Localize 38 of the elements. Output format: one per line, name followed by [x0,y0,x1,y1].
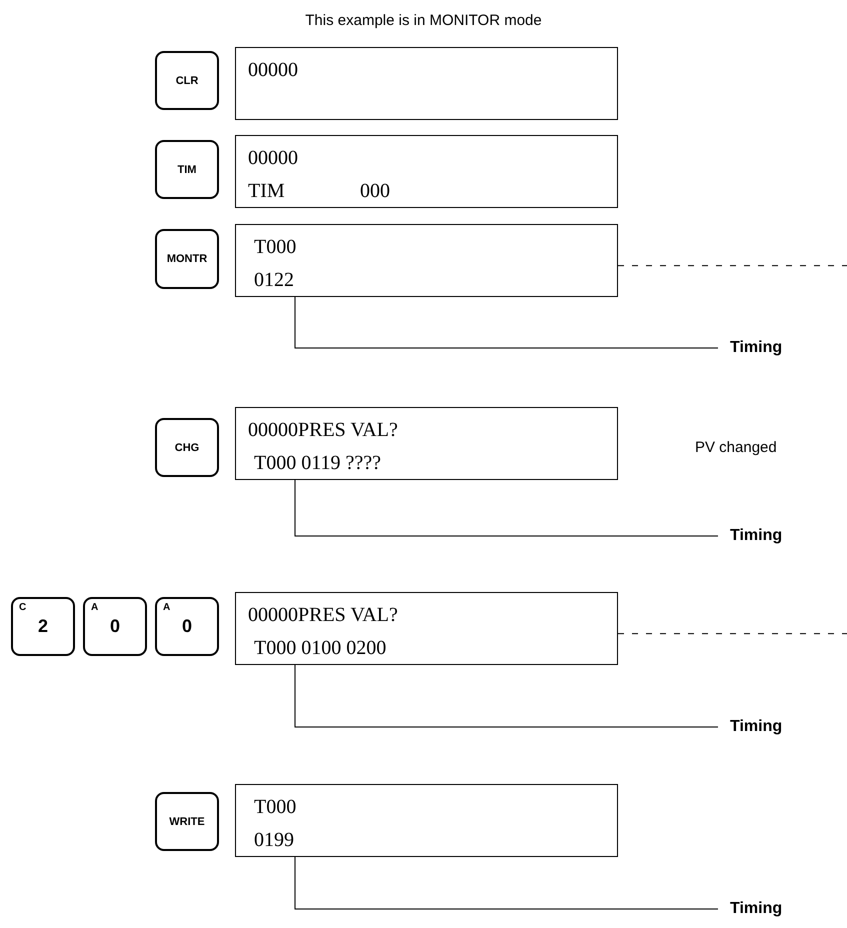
timing-label: Timing [730,718,782,736]
display-text: 000 [360,181,390,201]
key-button: CLR [155,51,219,110]
display-text: T000 [254,237,296,257]
dashed-line [618,265,847,266]
leader-line [294,480,718,536]
display-screen [235,224,618,297]
display-text: 00000PRES VAL? [248,420,398,440]
display-text: T000 0119 ???? [254,453,381,473]
key-button: TIM [155,140,219,199]
display-screen [235,784,618,857]
display-screen [235,135,618,208]
key-button: WRITE [155,792,219,851]
display-text: 0122 [254,270,294,290]
leader-line [294,856,718,910]
key-button: CHG [155,418,219,477]
display-text: 0199 [254,830,294,850]
display-text: T000 [254,797,296,817]
key-button: A 0 [83,597,147,656]
timing-label: Timing [730,339,782,357]
display-text: 00000 [248,148,298,168]
timing-label: Timing [730,900,782,918]
display-screen [235,47,618,120]
timing-label: Timing [730,527,782,545]
leader-line [294,296,718,348]
dashed-line [618,633,847,634]
key-button: A 0 [155,597,219,656]
key-button: C 2 [11,597,75,656]
display-text: T000 0100 0200 [254,638,386,658]
key-button: MONTR [155,229,219,289]
display-text: 00000PRES VAL? [248,605,398,625]
note-text: PV changed [695,439,777,456]
display-text: TIM [248,181,285,201]
display-screen [235,592,618,665]
leader-line [294,664,718,728]
display-screen [235,407,618,480]
title: This example is in MONITOR mode [305,12,542,29]
display-text: 00000 [248,60,298,80]
